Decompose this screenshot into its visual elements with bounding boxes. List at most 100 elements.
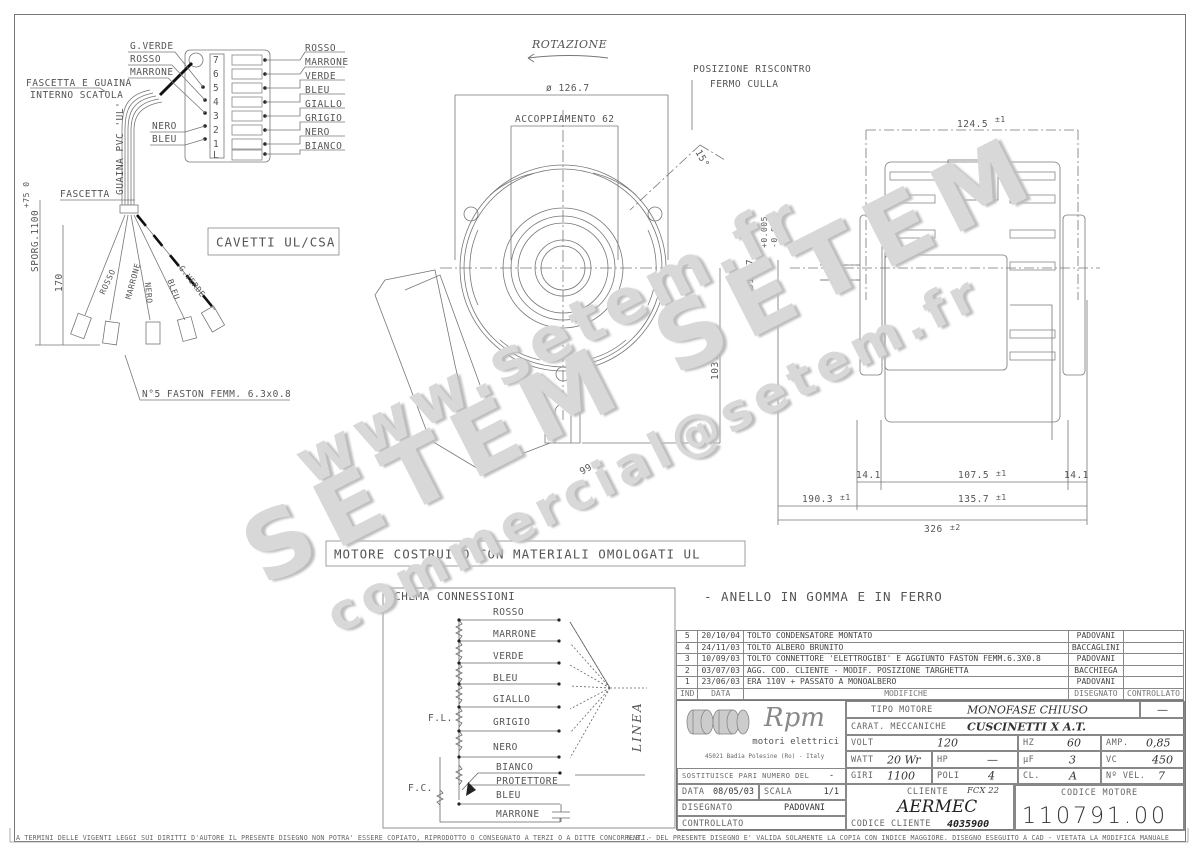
motor-type-extra-cell: — xyxy=(1140,701,1185,718)
hp-cell: HP — xyxy=(932,751,1018,768)
schematic-lower-label: BLEU xyxy=(496,790,521,801)
wire-label-right: MARRONE xyxy=(305,57,349,68)
faston-note: N°5 FASTON FEMM. 6.3x0.8 xyxy=(142,389,292,400)
wire-label-right: NERO xyxy=(305,127,330,138)
terminal-number: 7 xyxy=(213,55,220,66)
terminal-number: L xyxy=(213,150,220,161)
overall-length-tolerance: ±2 xyxy=(950,523,961,532)
revision-drawn-by: BACCHIEGA xyxy=(1067,664,1125,677)
overall-length-dimension: 326 xyxy=(924,524,943,535)
wire-label-right: BLEU xyxy=(305,85,330,96)
scale-cell: SCALA 1/1 xyxy=(759,784,846,800)
revision-drawn-by: BACCAGLINI xyxy=(1067,641,1125,654)
diameter-dimension: ø 126.7 xyxy=(546,83,590,94)
drawing-sheet-border xyxy=(14,14,1186,842)
customer-name: AERMEC xyxy=(897,797,978,817)
terminal-number: 2 xyxy=(213,125,220,136)
motor-code: 110791.00 xyxy=(1022,804,1168,829)
hz-cell: HZ 60 xyxy=(1018,735,1101,751)
schematic-lower-label: BIANCO xyxy=(496,762,534,773)
terminal-number: 6 xyxy=(213,69,220,80)
sheath-label: GUAINA PVC 'UL' xyxy=(115,101,126,195)
revision-row: 1 23/06/03 ERA 110V + PASSATO A MONOALBE… xyxy=(675,676,1184,689)
drawn-by-cell: DISEGNATO PADOVANI xyxy=(677,800,846,816)
revision-drawn-by: PADOVANI xyxy=(1067,676,1125,689)
schematic-wire-label: ROSSO xyxy=(493,607,525,618)
wire-label-right: VERDE xyxy=(305,71,337,82)
wire-label-left: G.VERDE xyxy=(130,41,174,52)
revision-header: DISEGNATO xyxy=(1067,687,1125,700)
revision-index: 2 xyxy=(675,664,699,677)
fc-label: F.C. xyxy=(408,783,433,794)
terminal-number: 5 xyxy=(213,83,220,94)
watt-cell: WATT 20 Wr xyxy=(846,751,932,768)
rpm-logo-icon xyxy=(686,709,750,735)
schematic-lower-label: PROTETTORE xyxy=(496,776,559,787)
terminal-number: 4 xyxy=(213,97,220,108)
poles-cell: POLI 4 xyxy=(932,768,1018,784)
revision-index: 1 xyxy=(675,676,699,689)
revision-checked-by xyxy=(1123,664,1184,677)
overall-body-dimension: 135.7 xyxy=(958,494,990,505)
motor-code-cell: CODICE MOTORE 110791.00 xyxy=(1014,784,1185,831)
wire-label-left: MARRONE xyxy=(130,67,174,78)
speeds-cell: Nº VEL. 7 xyxy=(1101,768,1185,784)
wire-label-right: GRIGIO xyxy=(305,113,343,124)
revision-drawn-by: PADOVANI xyxy=(1067,653,1125,666)
connection-schematic-drawing xyxy=(382,587,676,829)
wire-label-right: GIALLO xyxy=(305,99,343,110)
line-label: LINEA xyxy=(630,701,644,752)
shaft-diameter: ø12.7 xyxy=(745,258,756,290)
revision-description: TOLTO CONNETTORE 'ELETTROGIBI' E AGGIUNT… xyxy=(742,653,1069,666)
cable-spec-label: CAVETTI UL/CSA xyxy=(216,234,336,249)
revision-row: 5 20/10/04 TOLTO CONDENSATORE MONTATO PA… xyxy=(675,630,1184,643)
ul-materials-note-text: MOTORE COSTRUITO CON MATERIALI OMOLOGATI… xyxy=(334,546,701,561)
revision-date: 24/11/03 xyxy=(697,641,744,654)
rpm-cell: GIRI 1100 xyxy=(846,768,932,784)
revision-description: AGG. COD. CLIENTE - MODIF. POSIZIONE TAR… xyxy=(742,664,1069,677)
revision-index: 3 xyxy=(675,653,699,666)
terminal-block-drawing xyxy=(30,49,345,214)
title-block: Rpm motori elettrici 45021 Badia Polesin… xyxy=(676,700,1185,831)
fl-label: F.L. xyxy=(428,713,453,724)
wire-label-right: BIANCO xyxy=(305,141,343,152)
revision-header: DATA xyxy=(697,687,744,700)
shaft-extension-dimension: 190.3 xyxy=(802,494,834,505)
customer-cell: CLIENTE FCX 22 AERMEC CODICE CLIENTE 403… xyxy=(846,784,1014,831)
revision-drawn-by: PADOVANI xyxy=(1067,630,1125,643)
revision-date: 23/06/03 xyxy=(697,676,744,689)
motor-type-cell: TIPO MOTORE MONOFASE CHIUSO xyxy=(846,701,1140,718)
volt-cell: VOLT 120 xyxy=(846,735,1018,751)
vc-cell: VC 450 xyxy=(1101,751,1185,768)
revision-checked-by xyxy=(1123,630,1184,643)
revision-description: TOLTO ALBERO BRUNITO xyxy=(742,641,1069,654)
wire-label-right: ROSSO xyxy=(305,43,337,54)
length-dimension: 170 xyxy=(54,273,65,292)
shaft-extension-tolerance: ±1 xyxy=(840,493,851,502)
position-note: FERMO CULLA xyxy=(710,79,779,90)
schematic-title: SCHEMA CONNESSIONI xyxy=(387,590,516,603)
company-logo-area: Rpm motori elettrici 45021 Badia Polesin… xyxy=(677,701,846,768)
revision-header: MODIFICHE xyxy=(742,687,1069,700)
position-note: POSIZIONE RISCONTRO xyxy=(693,64,812,75)
terminal-number: 3 xyxy=(213,111,220,122)
top-width-tolerance: ±1 xyxy=(995,115,1006,124)
capacitance-cell: μF 3 xyxy=(1018,751,1101,768)
wire-label-left: ROSSO xyxy=(130,54,162,65)
revision-row: 4 24/11/03 TOLTO ALBERO BRUNITO BACCAGLI… xyxy=(675,641,1184,654)
protrusion-tolerance: +75 0 xyxy=(22,181,31,208)
schematic-wire-label: GRIGIO xyxy=(493,717,531,728)
clamp-label: FASCETTA xyxy=(60,189,110,200)
revision-date: 20/10/04 xyxy=(697,630,744,643)
top-width-dimension: 124.5 xyxy=(957,119,989,130)
revision-description: ERA 110V + PASSATO A MONOALBERO xyxy=(742,676,1069,689)
wire-label-left: BLEU xyxy=(152,134,177,145)
revision-date: 03/07/03 xyxy=(697,664,744,677)
schematic-wire-label: BLEU xyxy=(493,673,518,684)
cable-spec-box: CAVETTI UL/CSA xyxy=(208,228,339,255)
protrusion-dimension: SPORG.1100 xyxy=(30,209,41,272)
validity-footer: N.B. - DEL PRESENTE DISEGNO E' VALIDA SO… xyxy=(627,834,1170,842)
revision-description: TOLTO CONDENSATORE MONTATO xyxy=(742,630,1069,643)
lead-label: NERO xyxy=(143,282,154,304)
